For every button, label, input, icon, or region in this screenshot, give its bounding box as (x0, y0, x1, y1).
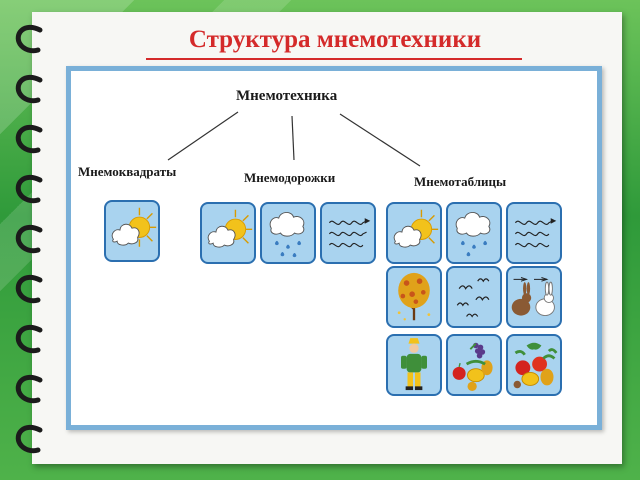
ring-9 (15, 424, 43, 454)
mnemotable-cell-r2c1 (386, 266, 442, 328)
hares-icon (511, 277, 555, 317)
connector-right (339, 113, 421, 167)
birds-icon (456, 278, 490, 318)
mnemotable-cell-r1c3 (506, 202, 562, 264)
wind-spiral-icon (514, 218, 557, 248)
title-underline (146, 58, 522, 60)
ring-7 (15, 324, 43, 354)
wind-spiral-icon (328, 218, 371, 248)
mnemotable-cell-r3c1 (386, 334, 442, 396)
mnemotrack-cell-1 (200, 202, 256, 264)
branch-label-mnemotracks: Мнемодорожки (244, 170, 336, 185)
page-title: Структура мнемотехники (188, 26, 482, 53)
mnemotable-cell-r2c2 (446, 266, 502, 328)
rain-cloud-icon (269, 211, 305, 258)
fruit-icon (452, 342, 493, 391)
ring-2 (15, 74, 43, 104)
ring-6 (15, 274, 43, 304)
mnemotrack-cell-3 (320, 202, 376, 264)
connector-middle (291, 115, 295, 161)
sun-cloud-icon (111, 207, 157, 247)
notebook-rings (15, 24, 43, 454)
ring-3 (15, 124, 43, 154)
mnemotable-cell-r1c1 (386, 202, 442, 264)
branch-label-mnemosquares: Мнемоквадраты (78, 164, 177, 179)
rain-cloud-icon (455, 211, 491, 257)
branch-label-mnemotables: Мнемотаблицы (414, 174, 507, 189)
ring-8 (15, 374, 43, 404)
mnemotable-cell-r1c2 (446, 202, 502, 264)
mnemotrack-cell-2 (260, 202, 316, 264)
root-node-label: Мнемотехника (236, 88, 338, 104)
mnemotable-cell-r3c2 (446, 334, 502, 396)
sun-cloud-icon (393, 209, 439, 248)
ring-1 (15, 24, 43, 54)
sun-cloud-icon (207, 209, 253, 248)
vegetables-icon (513, 342, 558, 389)
ring-5 (15, 224, 43, 254)
person-icon (401, 338, 427, 391)
mnemotable-cell-r3c3 (506, 334, 562, 396)
ring-4 (15, 174, 43, 204)
mnemosquare-cell (104, 200, 160, 262)
connector-left (167, 111, 239, 161)
autumn-tree-icon (397, 272, 431, 321)
mnemotable-cell-r2c3 (506, 266, 562, 328)
